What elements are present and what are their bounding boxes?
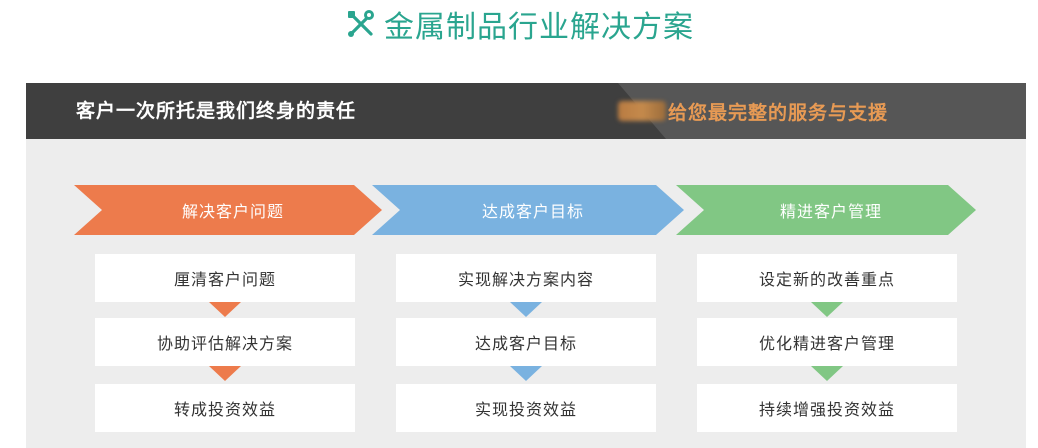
step-label: 持续增强投资效益 <box>758 400 895 419</box>
header-service-group: 给您最完整的服务与支援 <box>618 83 888 139</box>
step-box: 转成投资效益 <box>95 384 355 432</box>
step-box: 实现投资效益 <box>396 384 656 432</box>
page-title: 金属制品行业解决方案 <box>0 0 1038 48</box>
down-arrow-icon <box>510 302 542 317</box>
header-service-text: 给您最完整的服务与支援 <box>668 101 889 124</box>
step-box: 厘清客户问题 <box>95 254 355 302</box>
down-arrow-icon <box>811 366 843 381</box>
step-box: 优化精进客户管理 <box>697 318 957 366</box>
step-label: 实现解决方案内容 <box>457 270 594 289</box>
step-label: 转成投资效益 <box>173 400 276 419</box>
step-label: 厘清客户问题 <box>173 270 276 289</box>
step-label: 优化精进客户管理 <box>758 334 895 353</box>
column-title: 解决客户问题 <box>181 202 284 221</box>
column-header-solve: 解决客户问题 <box>74 185 382 235</box>
down-arrow-icon <box>209 366 241 381</box>
tools-icon <box>344 7 378 41</box>
down-arrow-icon <box>811 302 843 317</box>
column-title: 达成客户目标 <box>481 202 584 221</box>
step-box: 持续增强投资效益 <box>697 384 957 432</box>
header-right-band <box>618 83 1026 139</box>
step-label: 设定新的改善重点 <box>758 270 895 289</box>
blurred-logo <box>618 101 666 121</box>
column-header-manage: 精进客户管理 <box>676 185 976 235</box>
step-label: 达成客户目标 <box>474 334 577 353</box>
column-header-achieve: 达成客户目标 <box>372 185 684 235</box>
solution-panel: 客户一次所托是我们终身的责任 给您最完整的服务与支援 解决客户问题 厘清客户问题… <box>26 83 1026 448</box>
step-box: 实现解决方案内容 <box>396 254 656 302</box>
step-label: 协助评估解决方案 <box>156 334 293 353</box>
page-title-text: 金属制品行业解决方案 <box>384 10 694 45</box>
step-box: 协助评估解决方案 <box>95 318 355 366</box>
step-box: 设定新的改善重点 <box>697 254 957 302</box>
step-box: 达成客户目标 <box>396 318 656 366</box>
panel-header: 客户一次所托是我们终身的责任 给您最完整的服务与支援 <box>26 83 1026 139</box>
down-arrow-icon <box>209 302 241 317</box>
step-label: 实现投资效益 <box>474 400 577 419</box>
down-arrow-icon <box>510 366 542 381</box>
column-title: 精进客户管理 <box>779 202 882 221</box>
header-slogan: 客户一次所托是我们终身的责任 <box>76 100 357 122</box>
